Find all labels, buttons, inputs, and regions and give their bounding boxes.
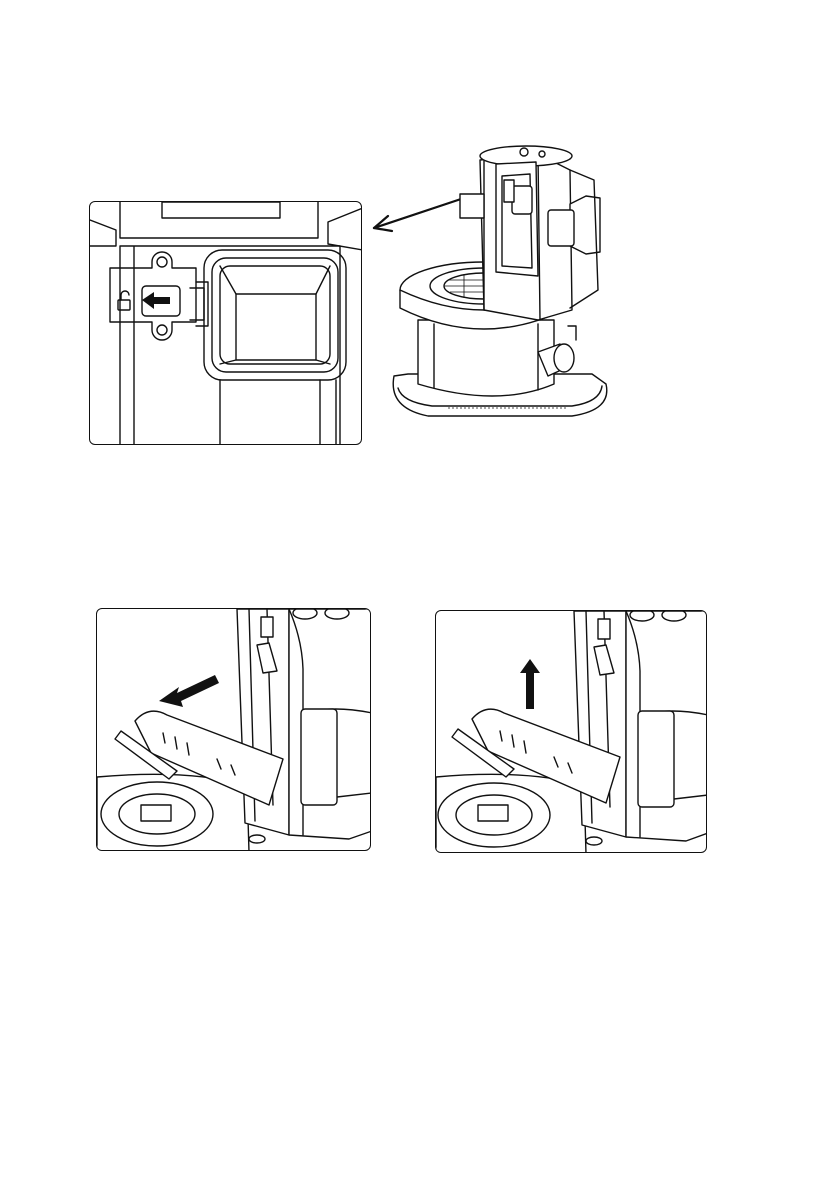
arrow-pull-out-icon <box>159 675 219 707</box>
arrow-up-icon <box>520 659 540 709</box>
lift-up-drawing <box>436 611 707 853</box>
tower-body <box>574 611 626 837</box>
base-foot <box>586 837 602 845</box>
left-tab <box>460 194 484 218</box>
hinge-top <box>598 619 610 639</box>
housing-top-slot <box>162 202 280 218</box>
base-foot <box>249 835 265 843</box>
latch-bottom-hole <box>157 325 167 335</box>
cylinder-body <box>418 320 554 396</box>
window-core <box>236 294 316 360</box>
housing-top-frame <box>120 202 318 238</box>
handle-clip <box>548 210 574 246</box>
latch-detail-panel <box>89 201 362 445</box>
lift-up-panel <box>435 610 707 853</box>
latch-detail-drawing <box>90 202 362 445</box>
turntable <box>436 774 586 853</box>
arrow-left-icon <box>142 292 170 309</box>
door-window <box>512 186 532 214</box>
machine-overview <box>388 140 618 440</box>
latch-top-hole <box>157 257 167 267</box>
inner-body <box>120 246 340 445</box>
window-mid <box>212 258 338 372</box>
left-bevel <box>90 220 116 246</box>
hinge-clip <box>190 288 204 320</box>
lower-channels <box>220 380 336 445</box>
tilt-out-panel <box>96 608 371 851</box>
right-bevel <box>328 208 362 250</box>
handle-grip <box>638 711 674 807</box>
door-hinge <box>504 180 514 202</box>
tilt-out-drawing <box>97 609 371 851</box>
hinge-top <box>261 617 273 637</box>
handle-grip <box>301 709 337 805</box>
